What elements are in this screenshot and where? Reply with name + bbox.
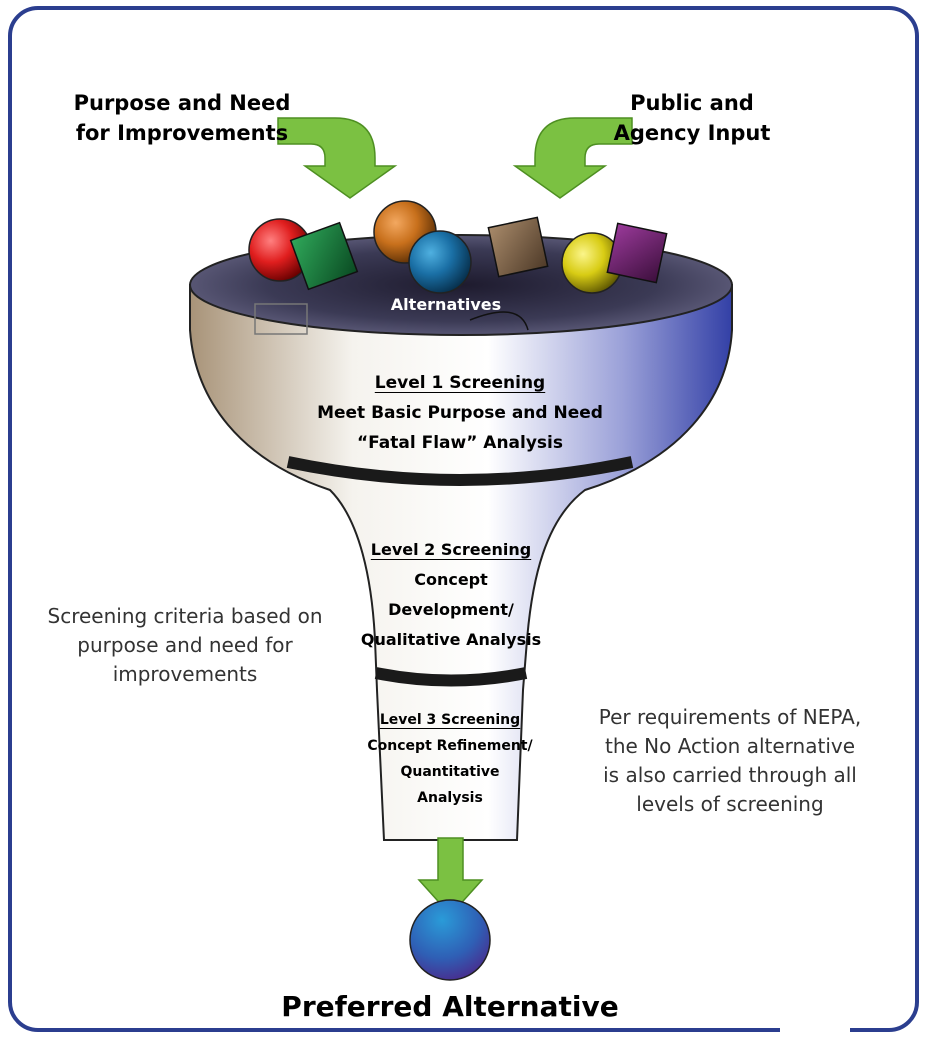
- level3-line-1: Concept Refinement/: [367, 738, 533, 754]
- left-input-label: Purpose and Need for Improvements: [73, 91, 291, 145]
- level2-line-2: Development/: [388, 600, 514, 619]
- alternatives-label: Alternatives: [390, 295, 502, 314]
- level1-text: Level 1 Screening Meet Basic Purpose and…: [280, 368, 640, 458]
- level2-line-1: Concept: [414, 570, 488, 589]
- sphere-blue: [408, 230, 472, 294]
- mouth-inner-arc: [469, 311, 529, 331]
- cube-green: [289, 221, 359, 291]
- level1-band: [286, 456, 634, 486]
- right-input-arrow: [512, 117, 633, 199]
- level1-line-2: “Fatal Flaw” Analysis: [356, 433, 564, 453]
- cube-purple: [606, 222, 668, 284]
- level3-text: Level 3 Screening Concept Refinement/ Qu…: [360, 707, 540, 811]
- level2-title: Level 2 Screening: [370, 540, 532, 559]
- funnel-body: [189, 284, 733, 841]
- level3-title: Level 3 Screening: [379, 712, 521, 728]
- mouth-inner-box: [254, 303, 308, 335]
- right-note: Per requirements of NEPA, the No Action …: [598, 705, 862, 816]
- cube-brown: [487, 216, 549, 278]
- right-input-label: Public and Agency Input: [613, 91, 771, 145]
- level3-line-3: Analysis: [417, 790, 483, 806]
- level2-text: Level 2 Screening Concept Development/ Q…: [331, 535, 571, 655]
- level2-band: [374, 667, 528, 687]
- output-arrow: [417, 837, 484, 917]
- level1-line-1: Meet Basic Purpose and Need: [317, 403, 603, 423]
- left-note: Screening criteria based on purpose and …: [47, 604, 323, 686]
- level3-line-2: Quantitative: [400, 764, 500, 780]
- frame-gap: [780, 1018, 850, 1032]
- level2-line-3: Qualitative Analysis: [360, 630, 542, 649]
- result-sphere: [409, 899, 491, 981]
- level1-title: Level 1 Screening: [374, 373, 546, 393]
- left-input-arrow: [277, 117, 398, 199]
- diagram-frame: [8, 6, 919, 1032]
- preferred-alternative-label: Preferred Alternative: [281, 990, 619, 1023]
